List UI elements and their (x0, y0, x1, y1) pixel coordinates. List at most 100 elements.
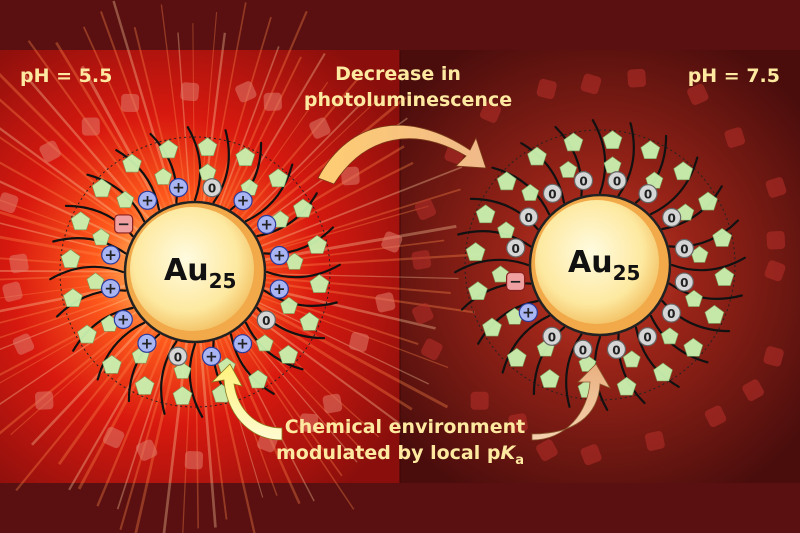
light-ray (225, 56, 302, 210)
pentagon-molecule-icon (673, 161, 694, 181)
light-ray (0, 284, 127, 313)
thiolate-ligand-icon (670, 256, 746, 272)
neutral-charge-symbol: 0 (612, 343, 620, 357)
pentagon-molecule-icon (475, 204, 496, 224)
light-ray (31, 322, 148, 446)
faded-molecule (412, 302, 434, 325)
right-core-symbol: Au (568, 245, 613, 280)
bottom-annotation-subscript: a (515, 453, 524, 468)
light-ray (221, 10, 308, 209)
top-band (0, 0, 800, 50)
faded-molecule (536, 78, 557, 100)
positive-charge-icon (518, 302, 538, 323)
left-nanocluster: 0++++0++0++++−++ (0, 81, 403, 470)
thiolate-ligand-icon (649, 314, 709, 364)
pentagon-molecule-icon (255, 334, 274, 352)
light-ray (239, 74, 362, 220)
left-core-subscript: 25 (209, 269, 237, 293)
neutral-charge-symbol: 0 (524, 211, 532, 225)
neutral-charge-icon (638, 184, 658, 204)
thiolate-ligand-icon (86, 173, 146, 223)
neutral-charge-icon (637, 327, 658, 347)
neutral-charge-icon (674, 238, 695, 259)
light-ray (82, 26, 167, 209)
neutral-charge-symbol: 0 (548, 330, 556, 344)
negative-charge-icon (505, 271, 526, 292)
pentagon-molecule-icon (527, 146, 547, 166)
faded-molecule (81, 117, 100, 136)
right-core-label: Au25 (568, 245, 640, 285)
left-gold-core: Au25 (123, 200, 267, 344)
pentagon-molecule-icon (116, 190, 135, 208)
faded-molecule (627, 68, 647, 88)
pentagon-molecule-icon (712, 228, 733, 247)
right-core-subscript: 25 (613, 261, 641, 285)
faded-molecule (414, 198, 437, 221)
pentagon-molecule-icon (698, 191, 718, 211)
pentagon-molecule-icon (602, 130, 623, 149)
light-ray (0, 293, 129, 339)
faded-molecule (704, 405, 727, 427)
pentagon-molecule-icon (307, 235, 328, 254)
pentagon-molecule-icon (280, 296, 298, 314)
thiolate-ligand-icon (115, 149, 161, 211)
pentagon-molecule-icon (683, 337, 704, 357)
faded-molecule (9, 253, 29, 274)
faded-molecule (341, 166, 360, 186)
faded-molecule (184, 451, 204, 470)
light-ray (119, 338, 177, 531)
pentagon-molecule-icon (92, 228, 110, 246)
pentagon-molecule-icon (158, 139, 179, 159)
faded-molecule (470, 391, 489, 410)
light-ray (259, 166, 463, 248)
faded-molecule (411, 250, 432, 270)
pentagon-molecule-icon (154, 167, 173, 185)
negative-charge-symbol: − (117, 215, 130, 233)
neutral-charge-symbol: 0 (680, 276, 688, 290)
positive-charge-symbol: + (104, 279, 117, 297)
faded-molecule (39, 140, 61, 163)
neutral-charge-icon (256, 310, 276, 330)
light-ray (262, 205, 429, 254)
thiolate-ligand-icon (96, 321, 146, 381)
thiolate-ligand-icon (244, 321, 304, 371)
thiolate-ligand-icon (617, 122, 635, 197)
light-ray (80, 65, 163, 212)
positive-charge-symbol: + (104, 246, 117, 264)
light-ray (55, 41, 160, 213)
pentagon-molecule-icon (467, 281, 488, 301)
positive-charge-icon (233, 191, 253, 211)
pentagon-molecule-icon (172, 386, 193, 405)
left-ph-label: pH = 5.5 (20, 65, 112, 87)
neutral-charge-icon (542, 326, 562, 346)
light-ray (177, 32, 191, 203)
positive-charge-icon (100, 278, 121, 299)
pentagon-molecule-icon (122, 153, 142, 173)
pentagon-molecule-icon (268, 168, 289, 188)
top-annotation-line1: Decrease in (335, 63, 461, 85)
light-ray (0, 98, 144, 227)
light-ray (192, 23, 195, 203)
neutral-charge-symbol: 0 (579, 343, 587, 357)
light-ray (264, 276, 451, 295)
dotted-boundary (464, 129, 736, 401)
positive-charge-symbol: + (260, 215, 273, 233)
neutral-charge-symbol: 0 (668, 211, 676, 225)
bottom-band (0, 483, 800, 533)
pentagon-molecule-icon (248, 369, 268, 389)
pentagon-molecule-icon (521, 183, 540, 201)
pentagon-molecule-icon (622, 350, 641, 368)
pentagon-molecule-icon (616, 376, 637, 396)
faded-molecule (235, 81, 257, 103)
light-ray (0, 297, 131, 350)
light-ray (0, 161, 135, 239)
positive-charge-icon (101, 245, 121, 265)
light-ray (0, 288, 128, 324)
pentagon-molecule-icon (685, 289, 703, 307)
neutral-charge-symbol: 0 (512, 242, 520, 256)
light-ray (0, 127, 140, 232)
neutral-charge-icon (573, 339, 593, 359)
thiolate-ligand-icon (591, 119, 607, 195)
light-ray (218, 46, 280, 207)
